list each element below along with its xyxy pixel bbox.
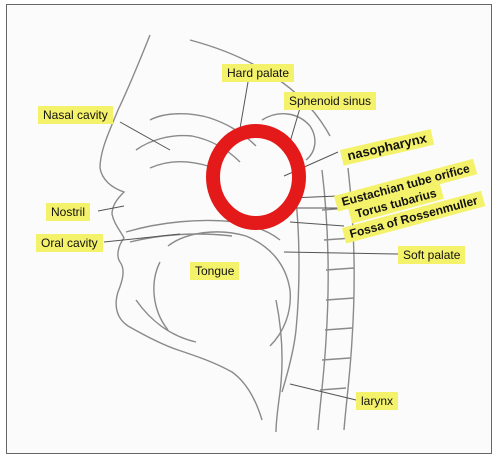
leader-sphenoid xyxy=(290,108,300,142)
face-profile xyxy=(100,35,262,420)
label-hard-palate: Hard palate xyxy=(222,64,294,82)
leader-nostril xyxy=(98,206,124,211)
label-larynx: larynx xyxy=(356,392,398,410)
label-oral-cavity: Oral cavity xyxy=(36,234,103,252)
leader-nasal-cavity xyxy=(120,122,170,150)
label-tongue: Tongue xyxy=(190,262,239,280)
label-nasal-cavity: Nasal cavity xyxy=(38,106,113,124)
label-nostril: Nostril xyxy=(46,203,90,221)
leader-soft-palate xyxy=(284,252,398,254)
leader-larynx xyxy=(290,384,356,400)
label-sphenoid-sinus: Sphenoid sinus xyxy=(284,92,376,110)
skull-outline xyxy=(190,40,330,136)
label-soft-palate: Soft palate xyxy=(398,246,465,264)
leader-oral-cavity xyxy=(104,234,180,242)
highlight-ring xyxy=(213,131,299,223)
tongue-outline xyxy=(168,232,290,346)
